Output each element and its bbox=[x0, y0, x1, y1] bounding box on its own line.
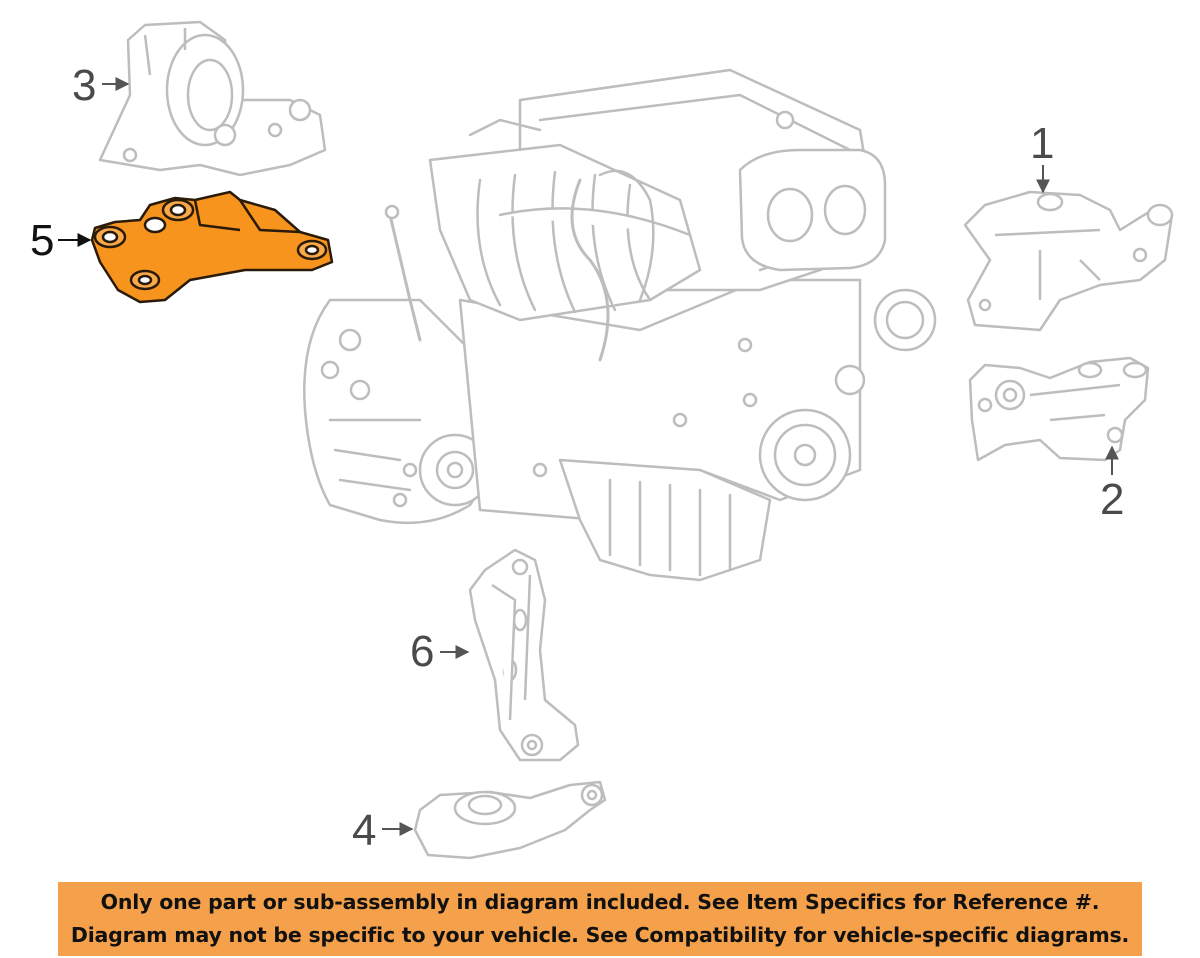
oil-pan bbox=[558, 458, 772, 582]
breather-hose bbox=[570, 178, 610, 362]
part-3-engine-mount bbox=[98, 20, 327, 177]
callout-2: 2 bbox=[1100, 445, 1124, 524]
disclaimer-line-1: Only one part or sub-assembly in diagram… bbox=[100, 890, 1100, 914]
engine-assembly-drawing bbox=[303, 68, 937, 582]
callout-number-6: 6 bbox=[410, 627, 434, 676]
part-5-mount-bracket-highlighted bbox=[90, 190, 334, 304]
part-1-transmission-mount bbox=[963, 190, 1174, 332]
part-4-rear-torque-strut bbox=[413, 780, 607, 860]
disclaimer-banner: Only one part or sub-assembly in diagram… bbox=[58, 882, 1142, 956]
part-2-mount-bracket bbox=[968, 356, 1150, 462]
disclaimer-line-2: Diagram may not be specific to your vehi… bbox=[70, 923, 1130, 947]
part-6-strut-bracket bbox=[468, 548, 580, 762]
dipstick-tube bbox=[388, 213, 422, 342]
callout-number-3: 3 bbox=[72, 61, 96, 110]
callout-number-5: 5 bbox=[30, 216, 54, 265]
callout-6: 6 bbox=[410, 627, 470, 676]
callout-number-2: 2 bbox=[1100, 475, 1124, 524]
callout-number-4: 4 bbox=[352, 806, 376, 855]
callout-number-1: 1 bbox=[1030, 119, 1054, 168]
callout-4: 4 bbox=[352, 806, 414, 855]
callout-5: 5 bbox=[30, 216, 92, 265]
callout-1: 1 bbox=[1030, 119, 1054, 194]
callout-3: 3 bbox=[72, 61, 130, 110]
